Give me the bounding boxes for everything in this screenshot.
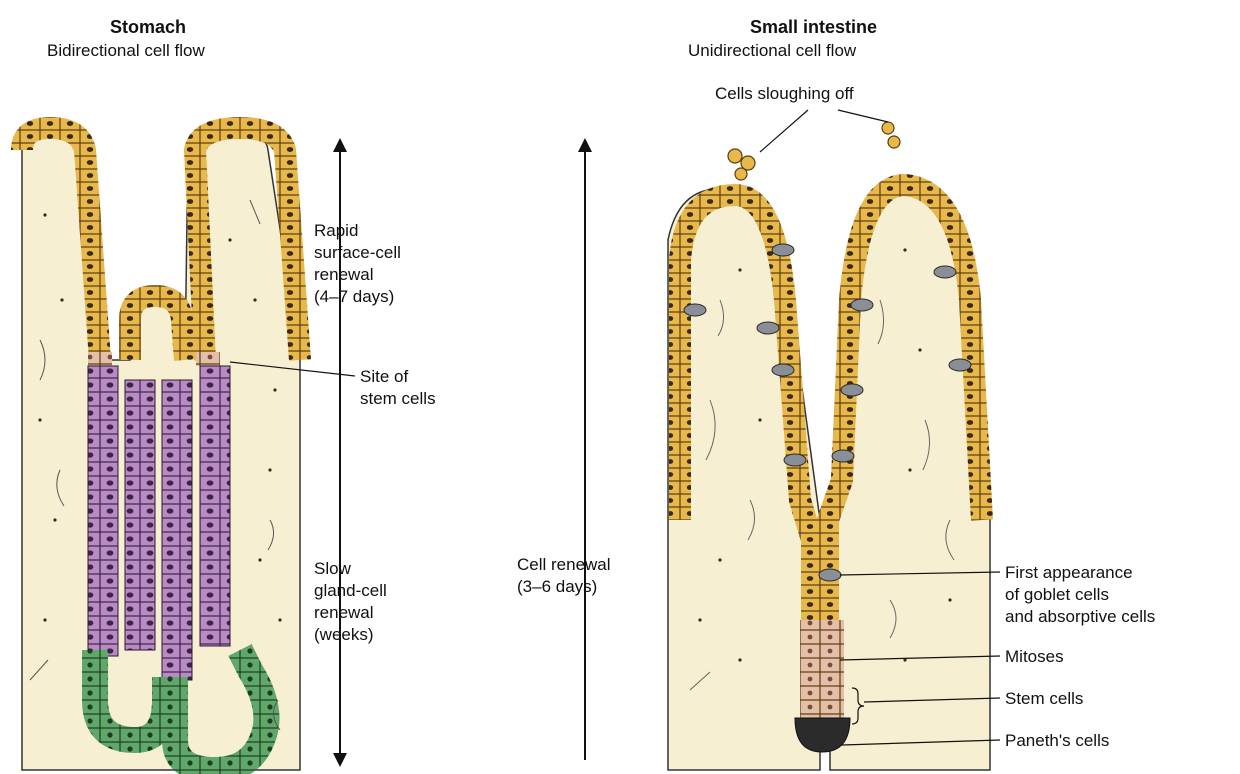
paneths-cells-label: Paneth's cells [1005, 730, 1109, 752]
stem-cells-label: Stem cells [1005, 688, 1083, 710]
stomach-stem-site-label: Site of stem cells [360, 366, 436, 410]
mitoses-label: Mitoses [1005, 646, 1064, 668]
stomach-stem-zone-left [88, 352, 112, 366]
stomach-diagram [22, 128, 355, 770]
intestine-stem-zone-left [800, 620, 822, 720]
intestine-diagram [585, 110, 1000, 770]
stomach-slow-renewal-label: Slow gland-cell renewal (weeks) [314, 558, 387, 646]
intestine-sloughing-cells [728, 122, 900, 180]
intestine-sloughing-label: Cells sloughing off [715, 83, 854, 105]
first-appearance-label: First appearance of goblet cells and abs… [1005, 562, 1155, 628]
sloughing-leader-left [760, 110, 808, 152]
stomach-subtitle: Bidirectional cell flow [47, 40, 205, 62]
sloughing-leader-right [838, 110, 888, 122]
intestine-title: Small intestine [750, 16, 877, 38]
stomach-title: Stomach [110, 16, 186, 38]
stomach-stem-zone-right [196, 352, 220, 366]
stomach-rapid-renewal-label: Rapid surface-cell renewal (4–7 days) [314, 220, 401, 308]
intestine-stem-zone-right [822, 620, 844, 720]
intestine-renewal-label: Cell renewal (3–6 days) [517, 554, 611, 598]
intestine-subtitle: Unidirectional cell flow [688, 40, 856, 62]
